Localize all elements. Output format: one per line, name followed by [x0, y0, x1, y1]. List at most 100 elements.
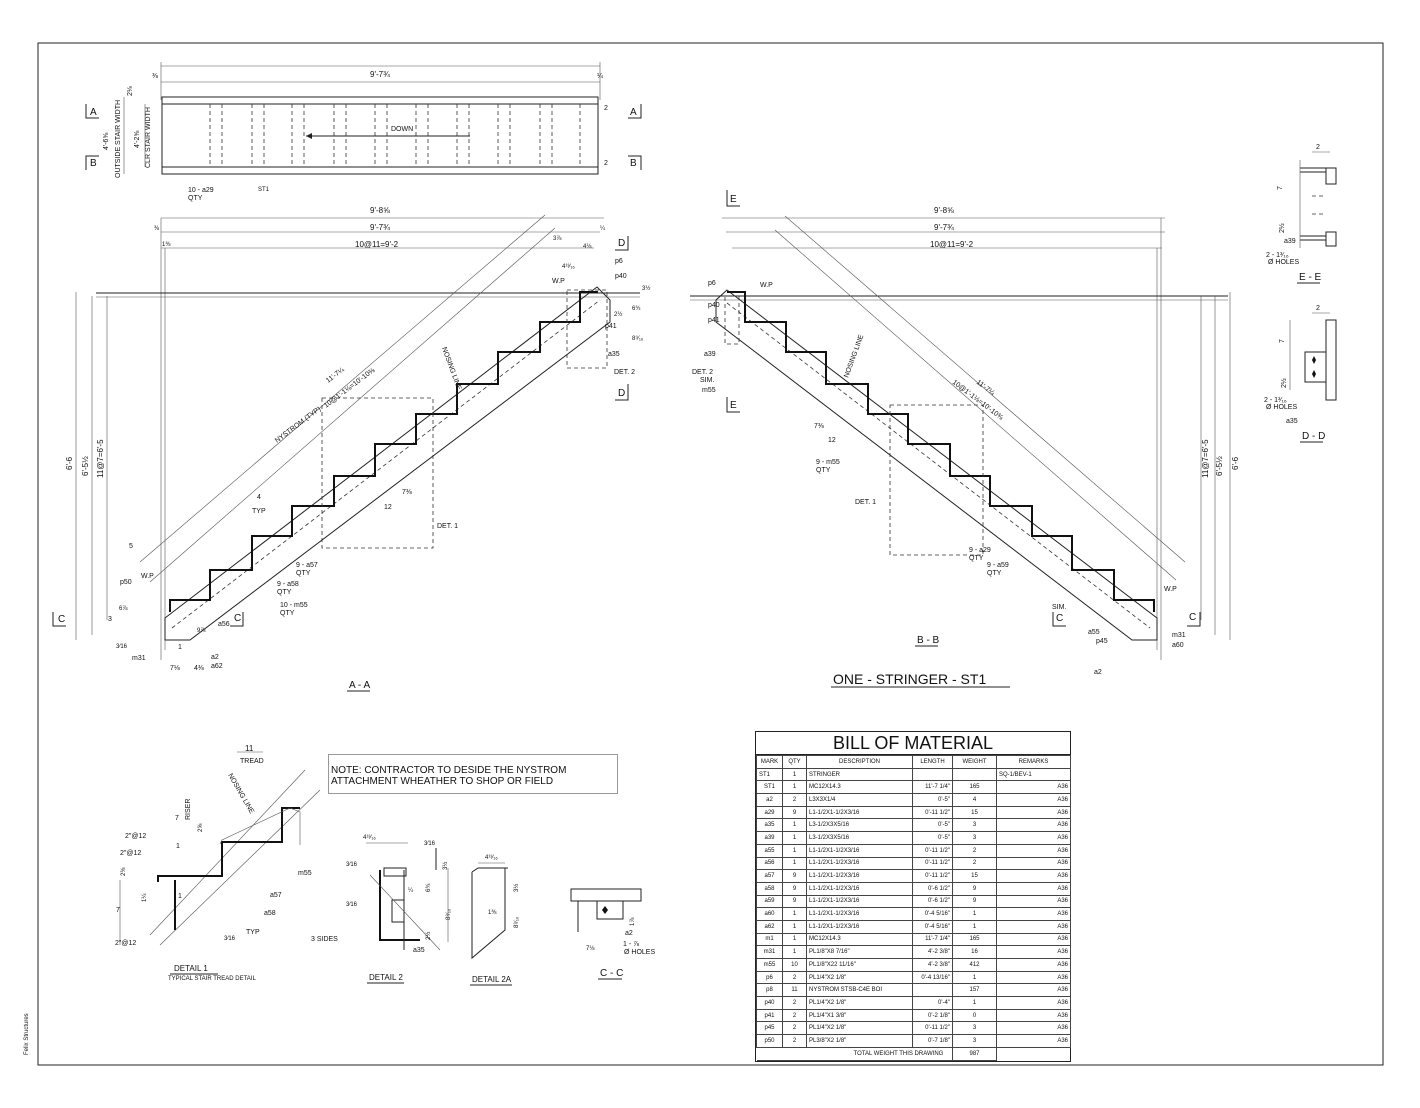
- bom-cell: 2: [952, 856, 997, 871]
- d1-tread: 11: [245, 744, 254, 753]
- aa-typ: TYP: [252, 508, 266, 515]
- bom-cell: 0'-11 1/2": [912, 843, 953, 858]
- bom-cell: 9: [782, 894, 807, 909]
- aa-dim-14: 1: [178, 644, 182, 651]
- bom-cell: 4'-2 3/8": [912, 958, 953, 972]
- bom-cell: 0'-7 1/8": [912, 1034, 953, 1048]
- bom-cell: 0'-4 13/16": [912, 970, 953, 985]
- aa-dim-11: 5: [129, 543, 133, 550]
- aa-stringer: [164, 286, 611, 641]
- bb-stringer: [715, 289, 1158, 641]
- aa-dim-1: ⅜: [154, 226, 160, 232]
- bom-cell: A36: [996, 894, 1071, 909]
- plan-section-a-right: A: [630, 107, 637, 118]
- d1-part-a58: a58: [264, 910, 276, 917]
- d1-typ: TYP: [246, 929, 260, 936]
- aa-part-a56: a56: [218, 621, 230, 628]
- bom-cell: 10: [782, 958, 807, 972]
- aa-sec-c-right: C: [234, 613, 241, 624]
- bom-cell: p8: [756, 983, 783, 998]
- bb-qty-m55: 9 - m55: [816, 459, 840, 466]
- bom-cell: MC12X14.3: [806, 780, 913, 795]
- bom-cell: A36: [996, 831, 1071, 845]
- plan-left-offset: ⅜: [152, 73, 158, 80]
- bom-cell: 0'-6 1/2": [912, 881, 953, 896]
- bom-cell: 165: [952, 780, 997, 795]
- bom-cell: A36: [996, 856, 1071, 871]
- bom-cell: PL1/4"X1 3/8": [806, 1008, 913, 1023]
- bb-sec-c-left: C: [1056, 613, 1063, 624]
- bom-cell: L1-1/2X1-1/2X3/16: [806, 856, 913, 871]
- ee-holes: 2 - 1³⁄₁₆: [1266, 252, 1289, 259]
- bom-cell: STRINGER: [806, 767, 913, 782]
- bb-overall: 9'-8⅝: [934, 206, 954, 215]
- bb-nosing: NOSING LINE: [843, 334, 865, 379]
- bom-cell: 1: [782, 780, 807, 795]
- bom-cell: 2: [782, 1008, 807, 1023]
- aa-dim-12: 6⅞: [119, 606, 128, 612]
- plan-direction: DOWN: [391, 126, 413, 133]
- bom-cell: L1-1/2X1-1/2X3/16: [806, 869, 913, 883]
- plan-edge-dim: 2⅛: [127, 86, 134, 96]
- bb-sim-upper: SIM.: [700, 377, 714, 384]
- bb-height-clear: 6'-5½: [1215, 456, 1224, 476]
- d2-title: DETAIL 2: [369, 973, 403, 982]
- bom-header-description: DESCRIPTION: [806, 755, 913, 769]
- bom-table: MARK QTY DESCRIPTION LENGTH WEIGHT REMAR…: [756, 755, 1071, 1061]
- bom-total-value: 987: [952, 1046, 997, 1061]
- main-title: ONE - STRINGER - ST1: [833, 671, 986, 687]
- bb-part-a2: a2: [1094, 669, 1102, 676]
- d1-dim-5: 1¼: [142, 893, 148, 902]
- bom-cell: m1: [756, 932, 783, 947]
- aa-part-a62: a62: [211, 663, 223, 670]
- d2a-dim-1: 4¹³⁄₁₆: [485, 855, 498, 861]
- bom-cell: A36: [996, 958, 1071, 972]
- bb-wp-lower: W.P: [1164, 586, 1177, 593]
- bom-cell: 9: [952, 881, 997, 896]
- bom-cell: 0'-5": [912, 831, 953, 845]
- d1-tread-profile: [157, 807, 300, 930]
- bom-cell: 4: [952, 793, 997, 807]
- bb-det1: DET. 1: [855, 499, 876, 506]
- bb-qty-m55-label: QTY: [816, 467, 831, 474]
- plan-clear-width: 4'-2⅝: [134, 131, 141, 148]
- bom-cell: a62: [756, 919, 783, 934]
- bb-horiz: 9'-7¾: [934, 223, 954, 232]
- bom-cell: PL1/4"X2 1/8": [806, 996, 913, 1010]
- bom-cell: m55: [756, 958, 783, 972]
- bom-header-remarks: REMARKS: [996, 755, 1071, 769]
- aa-overall: 9'-8⅝: [370, 206, 390, 215]
- bb-slope: 11'-7¼: [975, 379, 996, 397]
- plan-section-b-left: B: [90, 158, 97, 169]
- aa-dim-18: 9⅞: [197, 628, 206, 634]
- sheet-border: [37, 42, 1384, 1066]
- bom-cell: 1: [782, 831, 807, 845]
- bb-riser-h: 7⅜: [814, 423, 824, 430]
- bom-cell: 1: [782, 907, 807, 921]
- bom-cell: 2: [782, 996, 807, 1010]
- aa-dim-10: 2½: [614, 311, 622, 318]
- aa-qty-m55-label: QTY: [280, 610, 295, 617]
- contractor-note: NOTE: CONTRACTOR TO DESIDE THE NYSTROM A…: [328, 754, 618, 794]
- bom-cell: A36: [996, 881, 1071, 896]
- bb-qty-a59-label: QTY: [987, 570, 1002, 577]
- plan-outside-width-label: OUTSIDE STAIR WIDTH: [115, 100, 122, 178]
- aa-part-p40: p40: [615, 273, 627, 280]
- aa-part-p6: p6: [615, 258, 623, 265]
- bb-part-p6: p6: [708, 280, 716, 287]
- aa-det1-box: [321, 397, 434, 549]
- aa-dim-16: 4⅜: [194, 665, 204, 672]
- aa-qty-m55: 10 - m55: [280, 602, 308, 609]
- aa-dim-5: 4⅛: [583, 244, 592, 250]
- bom-cell: 2: [782, 1021, 807, 1036]
- aa-dim-8: 6¾: [632, 306, 641, 312]
- bom-total-blank: [997, 1047, 1071, 1060]
- aa-height-total: 6'-6: [65, 456, 74, 470]
- plan-overall-length: 9'-7¾: [370, 70, 390, 79]
- bom-cell: A36: [996, 945, 1071, 959]
- d1-riser-label: RISER: [185, 799, 192, 820]
